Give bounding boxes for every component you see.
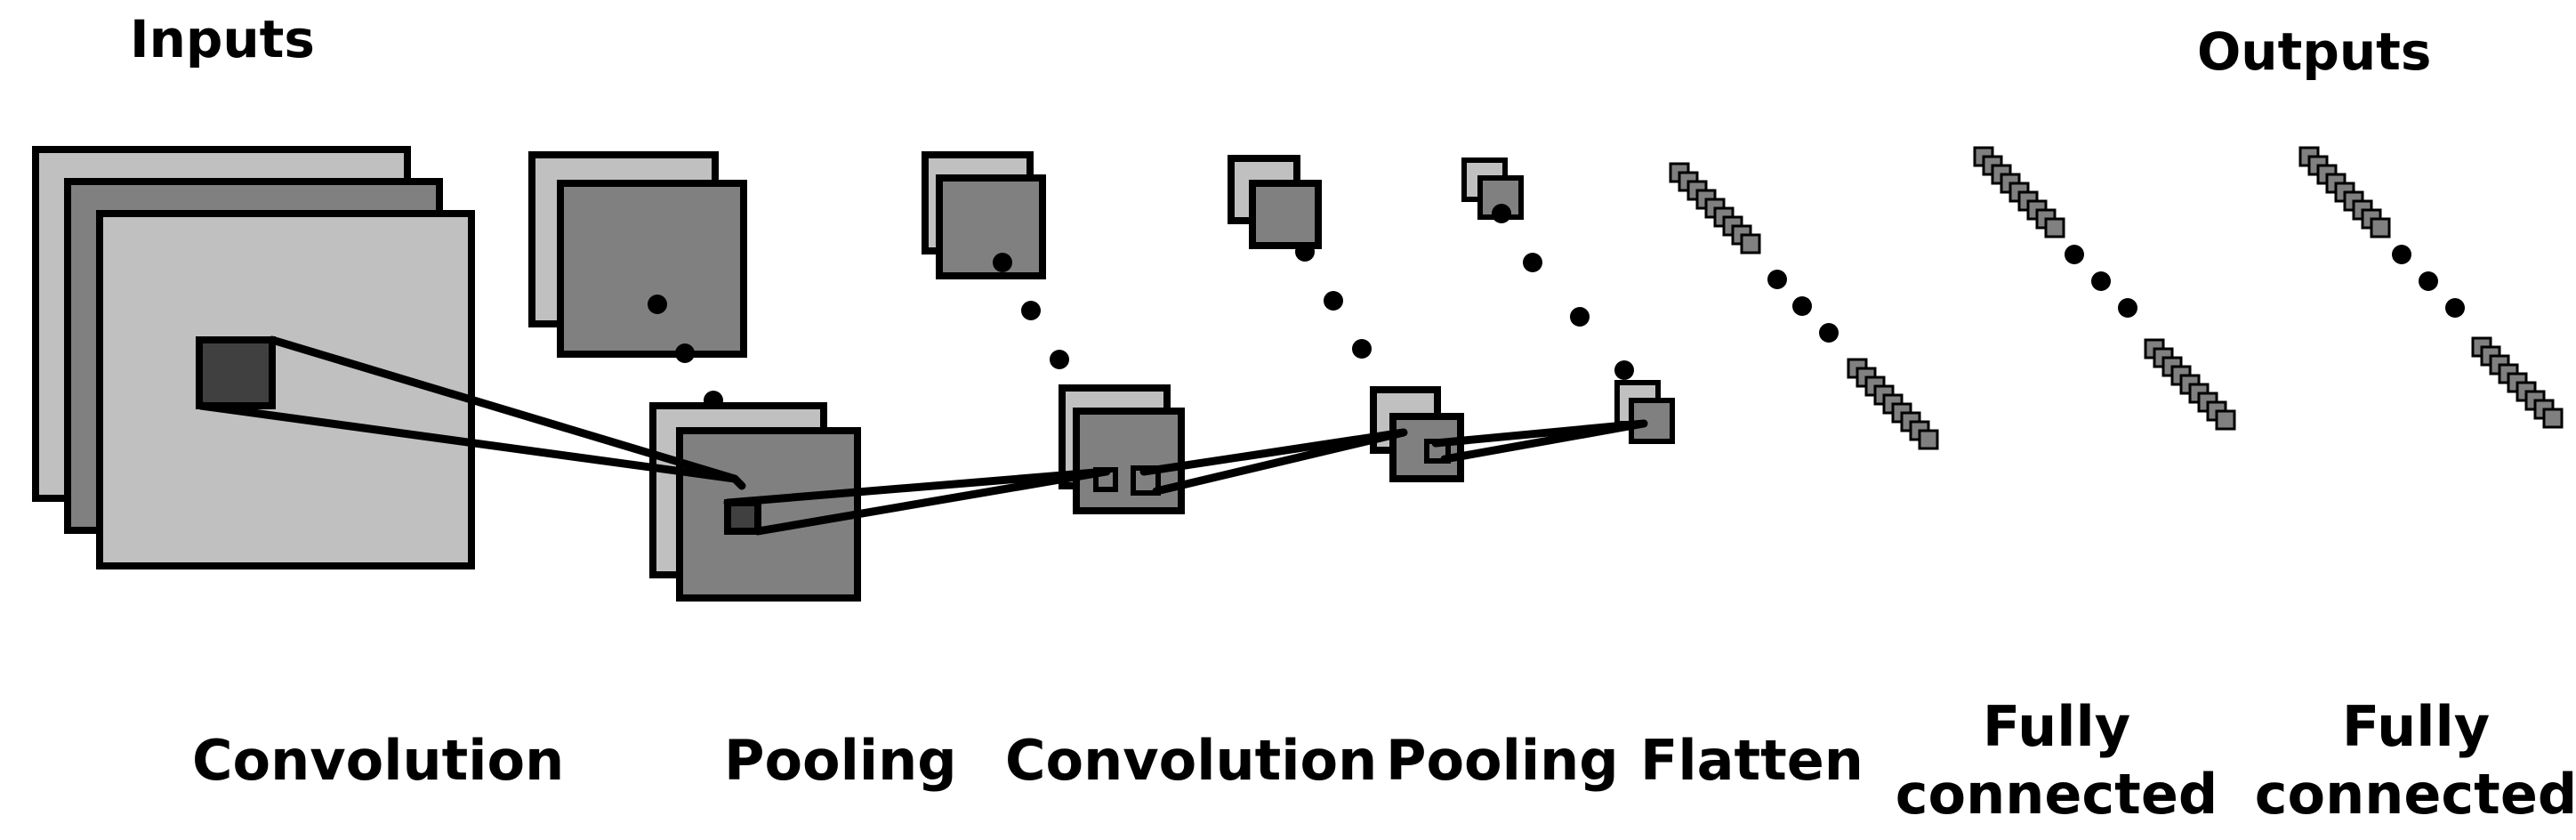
stage-label-convolution-2: Convolution [1005,728,1377,793]
conv1-feature-maps [528,151,747,358]
stage-label-fully-connected-2-line2: connected [2255,762,2576,827]
stage-label-pooling-2: Pooling [1386,728,1619,793]
conv2-ellipsis-dots [993,253,1069,369]
pool2-map-front [1073,408,1185,514]
flatten-ellipsis-dots [1767,270,1839,343]
flatten-vector [1669,162,1939,450]
input-feature-stack [32,146,475,569]
fully-connected-1-vector [1973,146,2236,431]
stage-label-convolution-1: Convolution [192,728,564,793]
inputs-label: Inputs [130,9,315,69]
conv1-map-front [557,180,747,358]
flatten-vector-cell [1918,429,1939,450]
conv2-feature-maps [922,151,1046,279]
fc2-vector-cell [2370,217,2391,238]
conv3-map-front [1249,180,1322,249]
fc1-vector-cell [2215,409,2236,431]
stage-label-pooling-1: Pooling [724,728,957,793]
connection-lines [197,335,1648,536]
conv4-ellipsis-dots [1492,204,1634,380]
connector-pool1-to-pool2-b [1139,428,1408,496]
pool4-feature-maps [1614,380,1675,444]
conv2-map-front [936,174,1046,279]
receptive-field-kernel [196,336,276,409]
input-channel-front [96,210,475,569]
connector-pool1-to-pool2 [723,467,1111,536]
conv3-feature-maps [1228,155,1322,249]
pool1-feature-maps [649,402,861,602]
fc1-vector-cell [2044,217,2065,238]
fc2-ellipsis-dots [2392,245,2465,318]
stage-label-fully-connected-1-line2: connected [1896,762,2218,827]
fc2-vector-cell [2542,408,2564,429]
stage-label-fully-connected-2-line1: Fully [2342,694,2490,759]
stage-label-flatten: Flatten [1640,728,1864,793]
pool1-map-front [676,427,861,602]
fully-connected-2-vector [2298,146,2564,429]
stage-label-fully-connected-1-line1: Fully [1983,694,2130,759]
conv3-ellipsis-dots [1295,242,1372,359]
pool1-window [724,499,761,535]
pool2-feature-maps [1059,384,1185,514]
flatten-vector-cell [1740,233,1761,254]
fc1-ellipsis-dots [2065,245,2137,318]
outputs-label: Outputs [2197,21,2431,82]
connector-input-to-pool1-end [730,474,746,490]
connector-pool2-to-pool3 [1431,419,1648,464]
conv4-feature-maps [1461,158,1524,220]
